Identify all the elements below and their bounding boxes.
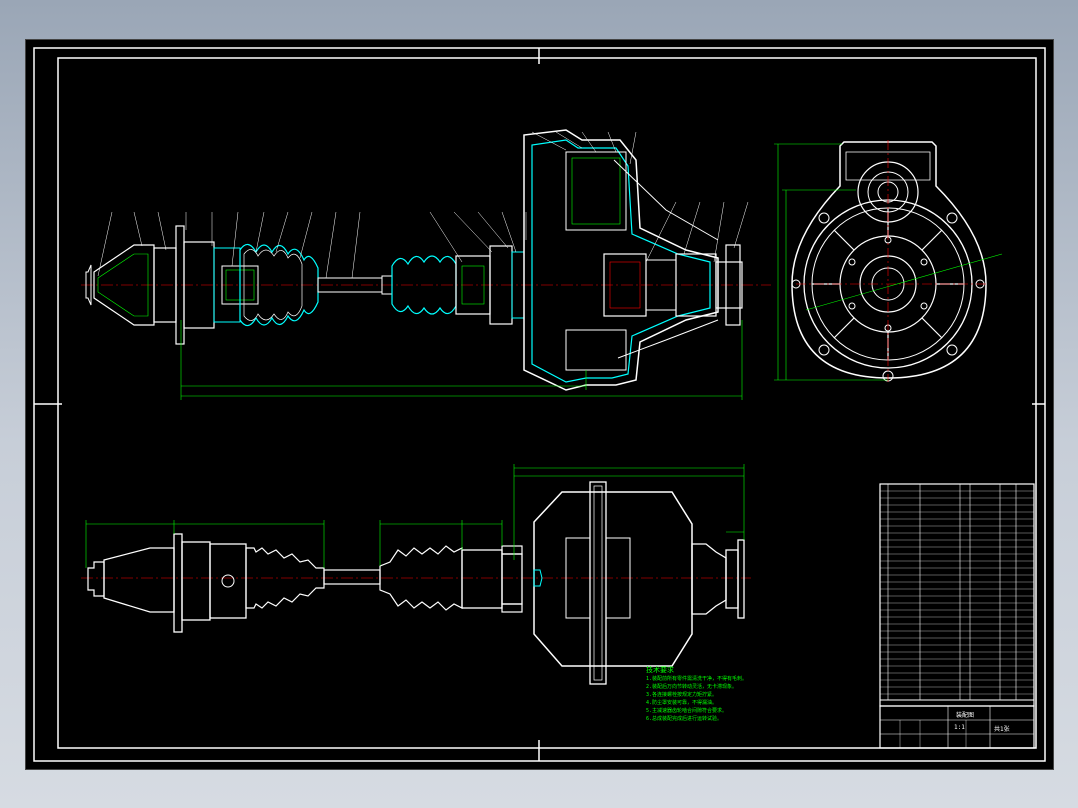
- sheet-inner-border: [57, 57, 1037, 749]
- housing-end-view: [774, 140, 1003, 382]
- note-line: 3.各连接螺栓按规定力矩拧紧。: [646, 692, 718, 698]
- title-block: [879, 705, 1035, 749]
- cad-viewport[interactable]: 技术要求 1.装配前所有零件需清洗干净，不得有毛刺。 2.装配后万向节转动灵活，…: [26, 40, 1053, 769]
- exterior-view-assembly: [81, 464, 751, 685]
- parts-list-table: [879, 483, 1035, 707]
- section-view-assembly: [81, 129, 771, 400]
- drawing-scale: 1:1: [954, 724, 965, 731]
- note-line: 1.装配前所有零件需清洗干净，不得有毛刺。: [646, 676, 748, 682]
- note-line: 5.主减速器齿轮啮合间隙符合要求。: [646, 708, 728, 714]
- note-line: 6.总成装配完成后进行运转试验。: [646, 716, 723, 722]
- sheet-outer-border: [33, 47, 1046, 762]
- technical-notes: 技术要求 1.装配前所有零件需清洗干净，不得有毛刺。 2.装配后万向节转动灵活，…: [646, 665, 896, 723]
- cad-drawing-canvas[interactable]: [26, 40, 1053, 769]
- sheet-count: 共1张: [994, 726, 1010, 733]
- notes-title: 技术要求: [646, 666, 674, 674]
- drawing-name: 装配图: [956, 712, 975, 719]
- note-line: 2.装配后万向节转动灵活，无卡滞现象。: [646, 684, 738, 690]
- note-line: 4.防尘罩安装可靠，不得漏油。: [646, 700, 718, 706]
